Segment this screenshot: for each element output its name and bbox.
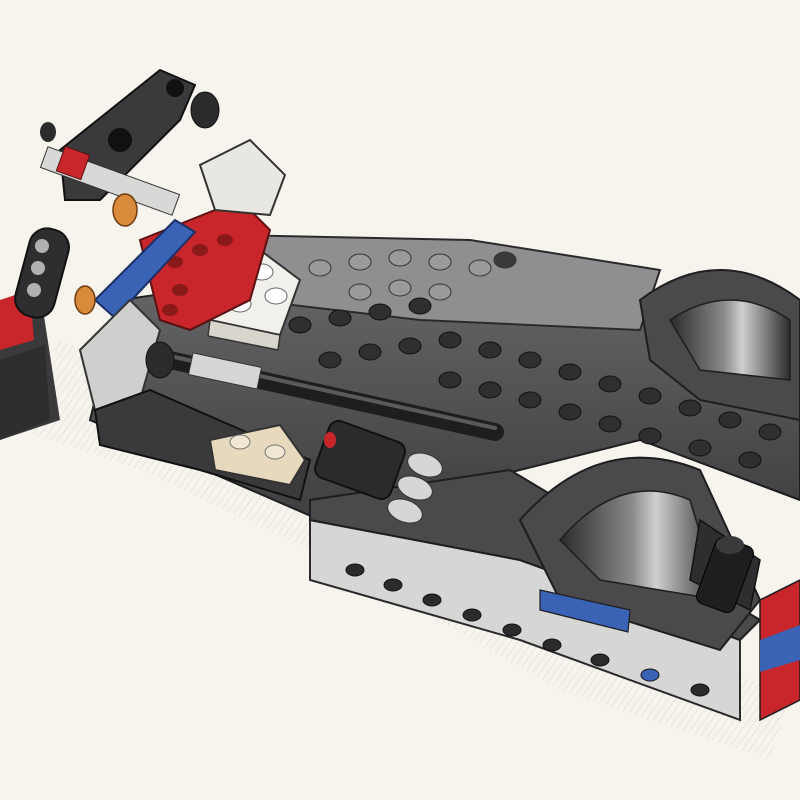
engine-exhaust-cluster [313, 419, 443, 524]
steering-shaft [145, 341, 504, 441]
left-edge-parts [0, 290, 60, 440]
upper-studs [308, 249, 517, 301]
plate-studs [288, 297, 782, 469]
tan-1x2-plate [208, 423, 307, 487]
front-axle-assembly [39, 122, 181, 315]
beam-holes [345, 563, 710, 697]
black-liftarm-left [14, 227, 70, 319]
blue-liftarm [93, 218, 197, 320]
rear-mudguard [638, 269, 800, 422]
white-slope-block [198, 138, 287, 217]
front-connector-pin [695, 536, 755, 613]
